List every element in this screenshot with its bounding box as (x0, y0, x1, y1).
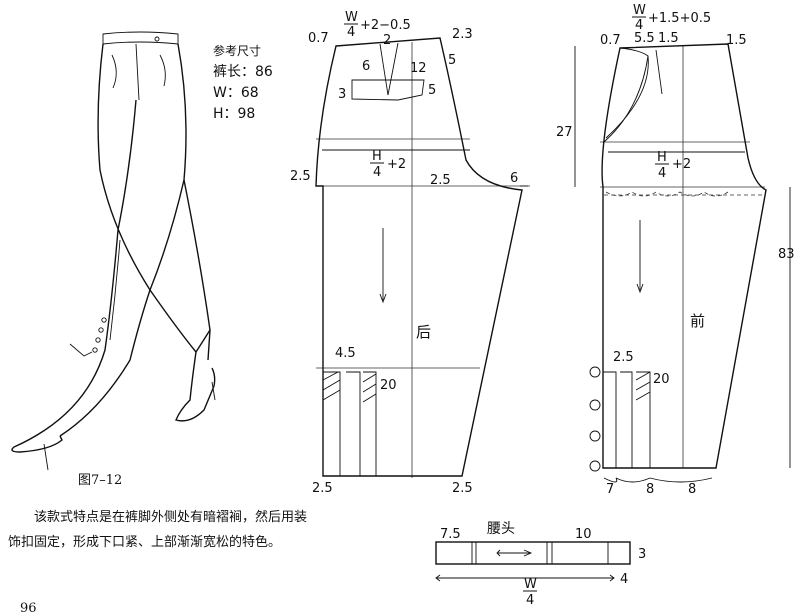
front-m-07: 0.7 (600, 33, 621, 48)
waistband-pattern: 腰头 7.5 10 3 W 4 4 (435, 521, 646, 608)
back-waist-rest: +2−0.5 (360, 18, 411, 33)
back-m-25-crotch: 2.5 (430, 173, 451, 188)
back-m-2: 2 (383, 33, 391, 48)
back-label: 后 (416, 323, 431, 341)
front-m-83: 83 (778, 247, 795, 262)
back-m-6: 6 (362, 59, 370, 74)
back-m-20: 20 (380, 378, 397, 393)
back-waist-w: W (345, 10, 358, 25)
back-hip-den: 4 (373, 165, 381, 180)
back-m-25-bl: 2.5 (312, 481, 333, 496)
back-m-25-left: 2.5 (290, 169, 311, 184)
description-text: 该款式特点是在裤脚外侧处有暗褶裥，然后用装饰扣固定，形成下口紧、上部渐渐宽松的特… (8, 510, 308, 550)
description-paragraph: 该款式特点是在裤脚外侧处有暗褶裥，然后用装饰扣固定，形成下口紧、上部渐渐宽松的特… (8, 505, 308, 555)
waistband-m-4: 4 (620, 572, 628, 587)
front-m-8a: 8 (646, 482, 654, 497)
front-waist-w: W (633, 3, 646, 18)
front-m-55: 5.5 (634, 31, 655, 46)
front-hip-h: H (657, 150, 667, 165)
front-m-25: 2.5 (613, 350, 634, 365)
waistband-m-10: 10 (575, 527, 592, 542)
back-m-12: 12 (410, 61, 427, 76)
size-waist: W：68 (213, 85, 259, 101)
waistband-w: W (524, 577, 537, 592)
front-m-8b: 8 (688, 482, 696, 497)
back-waist-den: 4 (347, 25, 355, 40)
front-m-27: 27 (556, 125, 573, 140)
waistband-m-3: 3 (638, 547, 646, 562)
front-label: 前 (690, 312, 705, 330)
back-m-5a: 5 (448, 53, 456, 68)
back-m-45: 4.5 (335, 346, 356, 361)
back-hip-h: H (372, 149, 382, 164)
back-pattern: 0.7 W 4 +2−0.5 2 2.3 6 12 3 5 5 H 4 +2 2… (290, 10, 530, 496)
figure-caption: 图7–12 (78, 473, 123, 488)
front-m-15b: 1.5 (726, 33, 747, 48)
front-hip-den: 4 (658, 166, 666, 181)
front-m-20: 20 (653, 372, 670, 387)
waistband-title: 腰头 (487, 521, 515, 537)
back-m-23: 2.3 (452, 27, 473, 42)
front-outline (601, 43, 767, 469)
back-m-07: 0.7 (308, 31, 329, 46)
front-pattern: W 4 +1.5+0.5 0.7 5.5 1.5 1.5 27 83 H 4 +… (556, 3, 795, 497)
front-m-15a: 1.5 (658, 31, 679, 46)
back-hip-rest: +2 (387, 157, 406, 172)
front-waist-rest: +1.5+0.5 (648, 11, 711, 26)
back-m-6-crotch: 6 (510, 171, 518, 186)
front-waist-den: 4 (635, 18, 643, 33)
back-outline (315, 37, 523, 477)
fashion-sketch (11, 31, 216, 471)
waistband-den: 4 (526, 593, 534, 608)
front-m-7: 7 (606, 482, 614, 497)
back-m-3: 3 (338, 87, 346, 102)
size-length: 裤长：86 (213, 64, 273, 80)
front-hip-rest: +2 (672, 157, 691, 172)
back-m-5b: 5 (428, 83, 436, 98)
back-m-25-br: 2.5 (452, 481, 473, 496)
sizes-title: 参考尺寸 (213, 44, 262, 58)
size-hip: H：98 (213, 106, 256, 122)
waistband-m-75: 7.5 (440, 527, 461, 542)
